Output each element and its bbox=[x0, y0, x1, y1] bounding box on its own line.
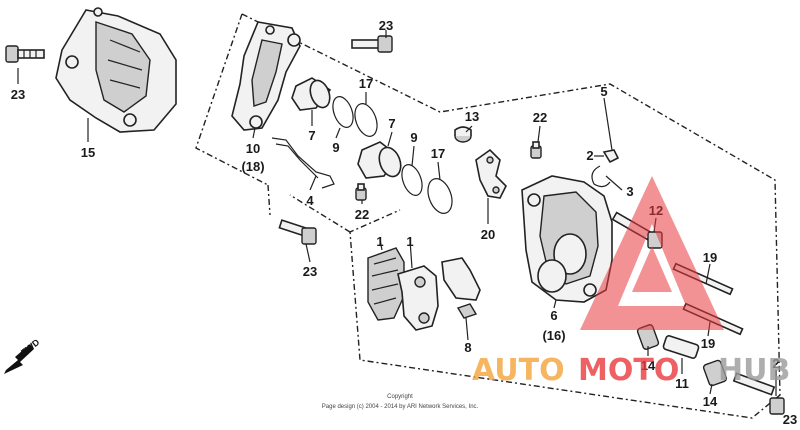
label-10: 10 bbox=[246, 141, 260, 156]
part-23a-bolt[interactable] bbox=[5, 45, 45, 63]
label-22b: 22 bbox=[533, 110, 547, 125]
part-17b-piston-seal[interactable] bbox=[424, 175, 457, 216]
part-3-bleeder-valve[interactable] bbox=[591, 165, 611, 188]
part-23d-bolt[interactable] bbox=[732, 372, 785, 415]
part-22a-bleeder[interactable] bbox=[355, 183, 367, 201]
label-14a: 14 bbox=[641, 358, 656, 373]
label-23a: 23 bbox=[11, 87, 25, 102]
copyright-line-2: Page design (c) 2004 - 2014 by ARI Netwo… bbox=[322, 404, 479, 410]
label-19a: 19 bbox=[703, 250, 717, 265]
assembly-frame-inner bbox=[267, 184, 351, 233]
label-14b: 14 bbox=[703, 394, 718, 409]
label-9b: 9 bbox=[410, 130, 417, 145]
label-19b: 19 bbox=[701, 336, 715, 351]
part-1a-brake-pad[interactable] bbox=[367, 247, 405, 321]
label-23c: 23 bbox=[303, 264, 317, 279]
part-15-caliper-bracket[interactable] bbox=[55, 7, 177, 133]
part-4-spring-clip[interactable] bbox=[271, 137, 335, 189]
label-17a: 17 bbox=[359, 76, 373, 91]
label-17b: 17 bbox=[431, 146, 445, 161]
copyright-line-1: Copyright bbox=[387, 394, 413, 400]
assembly-frame bbox=[195, 13, 781, 419]
label-8: 8 bbox=[464, 340, 471, 355]
part-10-caliper-plate[interactable] bbox=[231, 21, 301, 131]
part-20-pad-retainer[interactable] bbox=[475, 148, 507, 199]
part-23b-bolt[interactable] bbox=[351, 35, 393, 53]
part-5-caliper-body[interactable] bbox=[521, 175, 613, 303]
label-20: 20 bbox=[481, 227, 495, 242]
fwd-indicator: FWD bbox=[4, 337, 42, 374]
part-9b-dust-seal[interactable] bbox=[398, 162, 426, 198]
fwd-label: FWD bbox=[19, 337, 42, 358]
part-11-sleeve[interactable] bbox=[662, 335, 700, 359]
watermark-text-moto: MOTO bbox=[578, 353, 679, 388]
label-2b: 2 bbox=[772, 356, 779, 371]
label-1a: 1 bbox=[376, 234, 383, 249]
label-23d: 23 bbox=[783, 412, 797, 427]
part-22b-bleeder[interactable] bbox=[530, 141, 542, 159]
part-9a-dust-seal[interactable] bbox=[329, 94, 357, 130]
part-2a-bleeder-cap[interactable] bbox=[602, 149, 620, 164]
label-7b: 7 bbox=[388, 116, 395, 131]
label-3: 3 bbox=[626, 184, 633, 199]
watermark-text-hub: HUB bbox=[718, 353, 790, 388]
label-5: 5 bbox=[600, 84, 607, 99]
part-13-cap[interactable] bbox=[454, 126, 472, 143]
label-16: (16) bbox=[542, 328, 565, 343]
arrow-down-left-icon bbox=[4, 344, 34, 374]
label-23b: 23 bbox=[379, 18, 393, 33]
part-23c-bolt[interactable] bbox=[278, 219, 317, 245]
label-15: 15 bbox=[81, 145, 95, 160]
watermark-text-auto: AUTO bbox=[472, 353, 565, 388]
label-6: 6 bbox=[550, 308, 557, 323]
part-14b-boot[interactable] bbox=[702, 359, 728, 387]
label-18: (18) bbox=[241, 159, 264, 174]
label-1b: 1 bbox=[406, 234, 413, 249]
part-1b-brake-pad[interactable] bbox=[397, 265, 439, 331]
watermark-triangle-icon bbox=[580, 176, 724, 330]
part-8-pad-shim[interactable] bbox=[441, 257, 481, 319]
watermark: AUTO MOTO HUB bbox=[472, 176, 790, 388]
label-9a: 9 bbox=[332, 140, 339, 155]
label-13: 13 bbox=[465, 109, 479, 124]
label-2a: 2 bbox=[586, 148, 593, 163]
label-4: 4 bbox=[306, 193, 314, 208]
label-11: 11 bbox=[675, 376, 689, 391]
part-7b-piston[interactable] bbox=[357, 141, 405, 180]
part-7a-piston[interactable] bbox=[291, 77, 333, 111]
part-17a-piston-seal[interactable] bbox=[351, 101, 381, 140]
watermark-inner-triangle-icon bbox=[632, 246, 672, 292]
label-7a: 7 bbox=[308, 128, 315, 143]
label-22a: 22 bbox=[355, 207, 369, 222]
